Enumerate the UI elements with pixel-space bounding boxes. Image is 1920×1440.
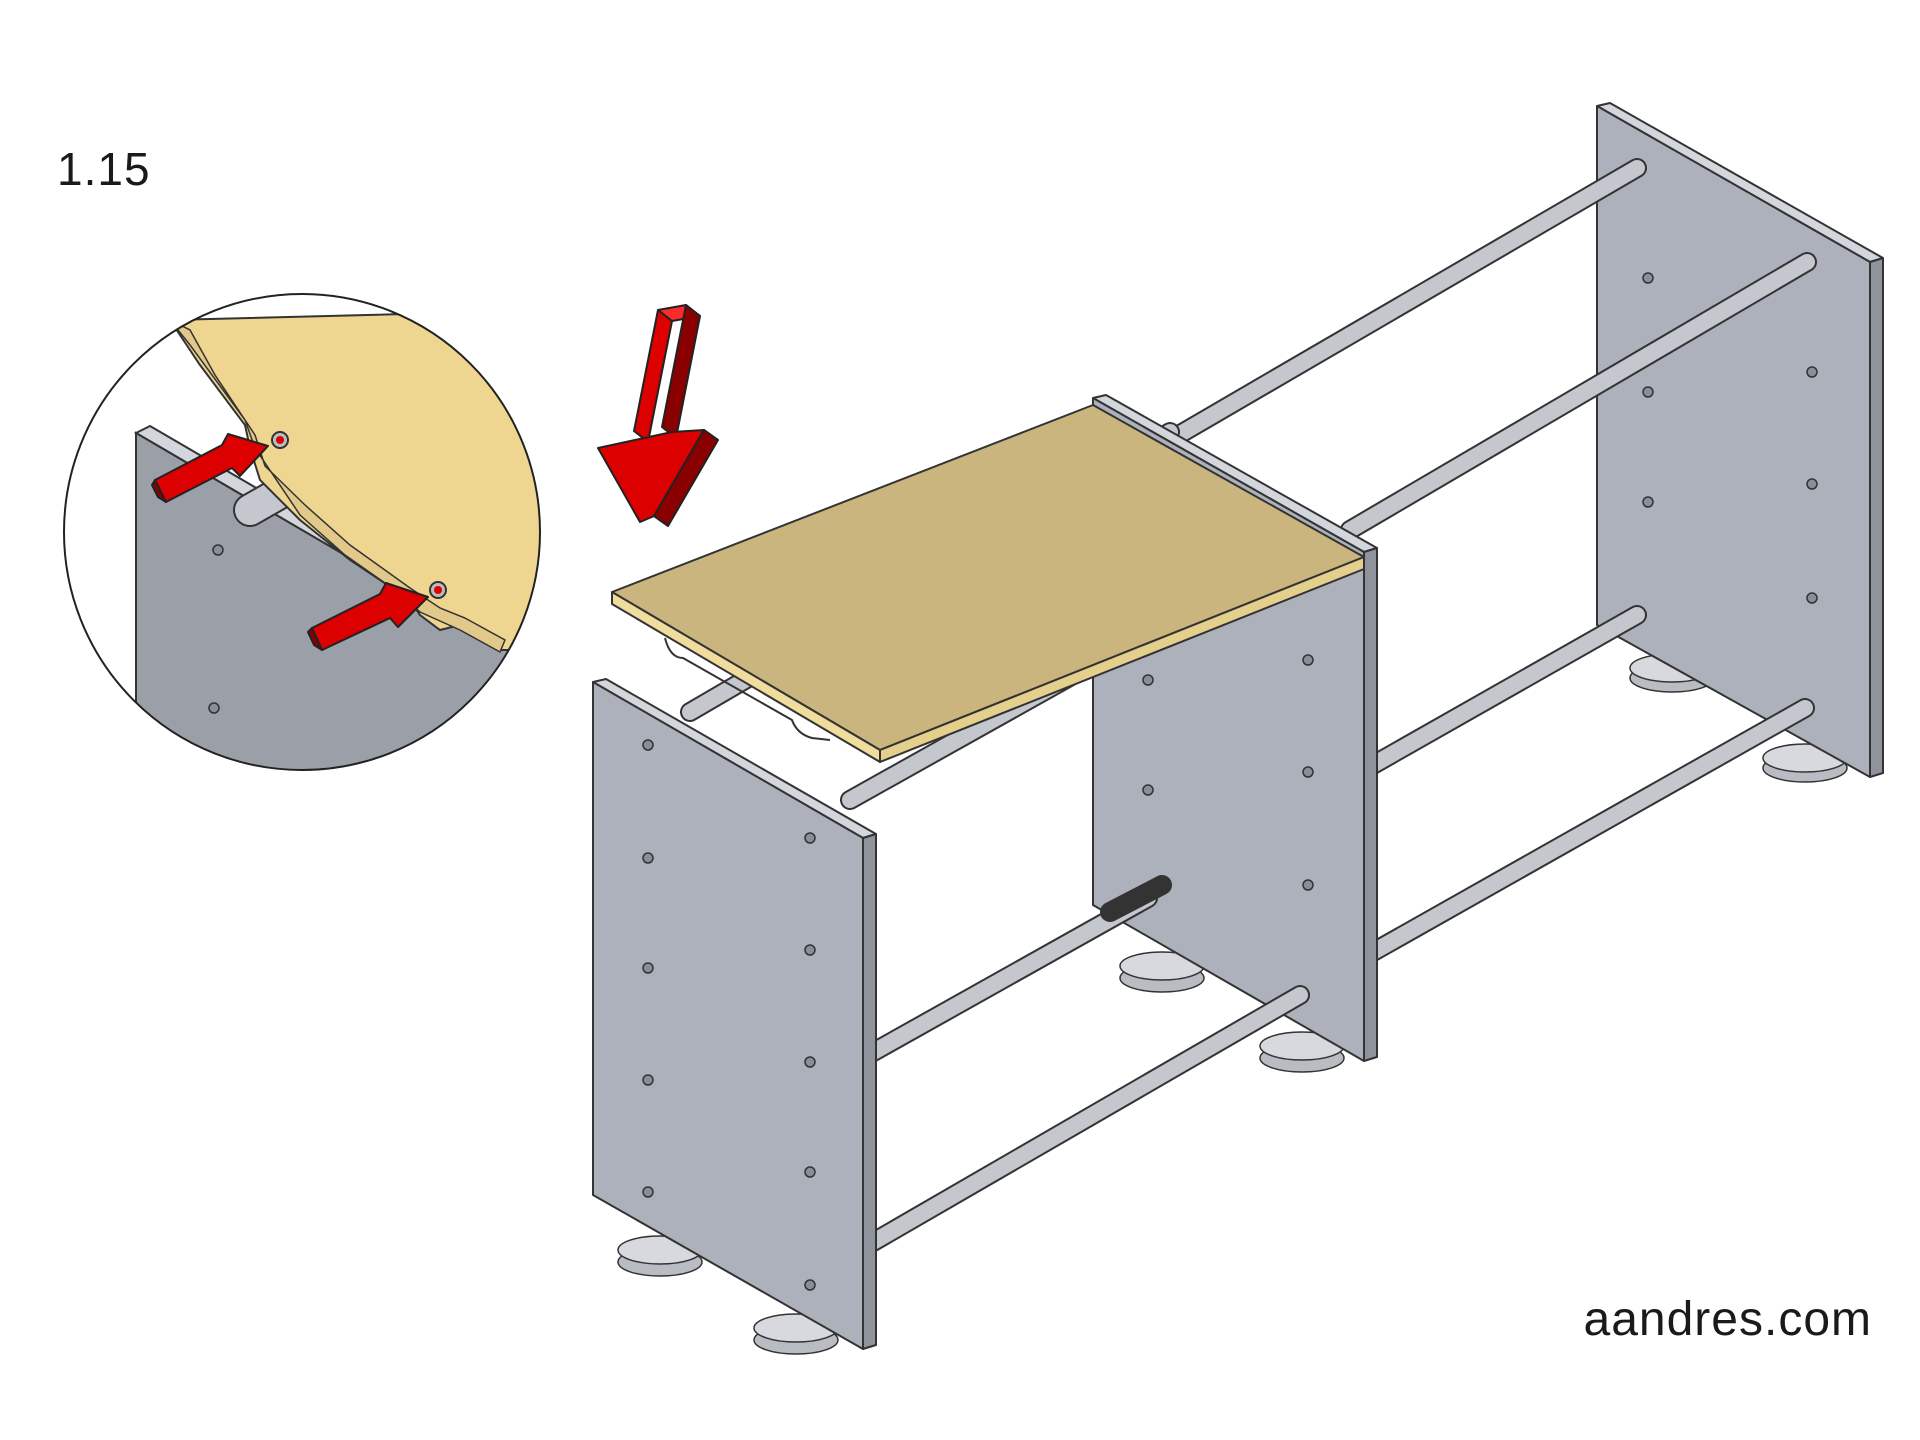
screw-holes [642, 272, 1818, 1291]
screw-hole [804, 832, 816, 844]
screw-hole [1302, 654, 1314, 666]
front-side-panel [592, 678, 877, 1350]
screw-hole [804, 1166, 816, 1178]
screw-hole [1806, 592, 1818, 604]
screw-hole [1302, 766, 1314, 778]
screw-hole [1142, 674, 1154, 686]
arrow-down-icon [597, 304, 719, 527]
screw-hole [1302, 879, 1314, 891]
screw-hole [642, 962, 654, 974]
screw-hole [804, 944, 816, 956]
screw-hole [1642, 496, 1654, 508]
website-credit: aandres.com [1583, 1293, 1872, 1346]
shelf-board [611, 404, 1365, 763]
screw-hole [1806, 478, 1818, 490]
screw-hole [642, 852, 654, 864]
detail-callout [63, 293, 541, 771]
arrow-right-icon [307, 582, 429, 651]
screw-hole [1642, 272, 1654, 284]
screw-hole [642, 1074, 654, 1086]
screw-hole [1642, 386, 1654, 398]
arrow-right-icon [151, 433, 269, 503]
screw-hole [804, 1056, 816, 1068]
step-number: 1.15 [57, 143, 151, 195]
screw-hole [1806, 366, 1818, 378]
screw-hole [642, 739, 654, 751]
screw-hole [1142, 784, 1154, 796]
screw-hole [642, 1186, 654, 1198]
support-rods-front [858, 875, 1310, 1255]
screw-hole [804, 1279, 816, 1291]
